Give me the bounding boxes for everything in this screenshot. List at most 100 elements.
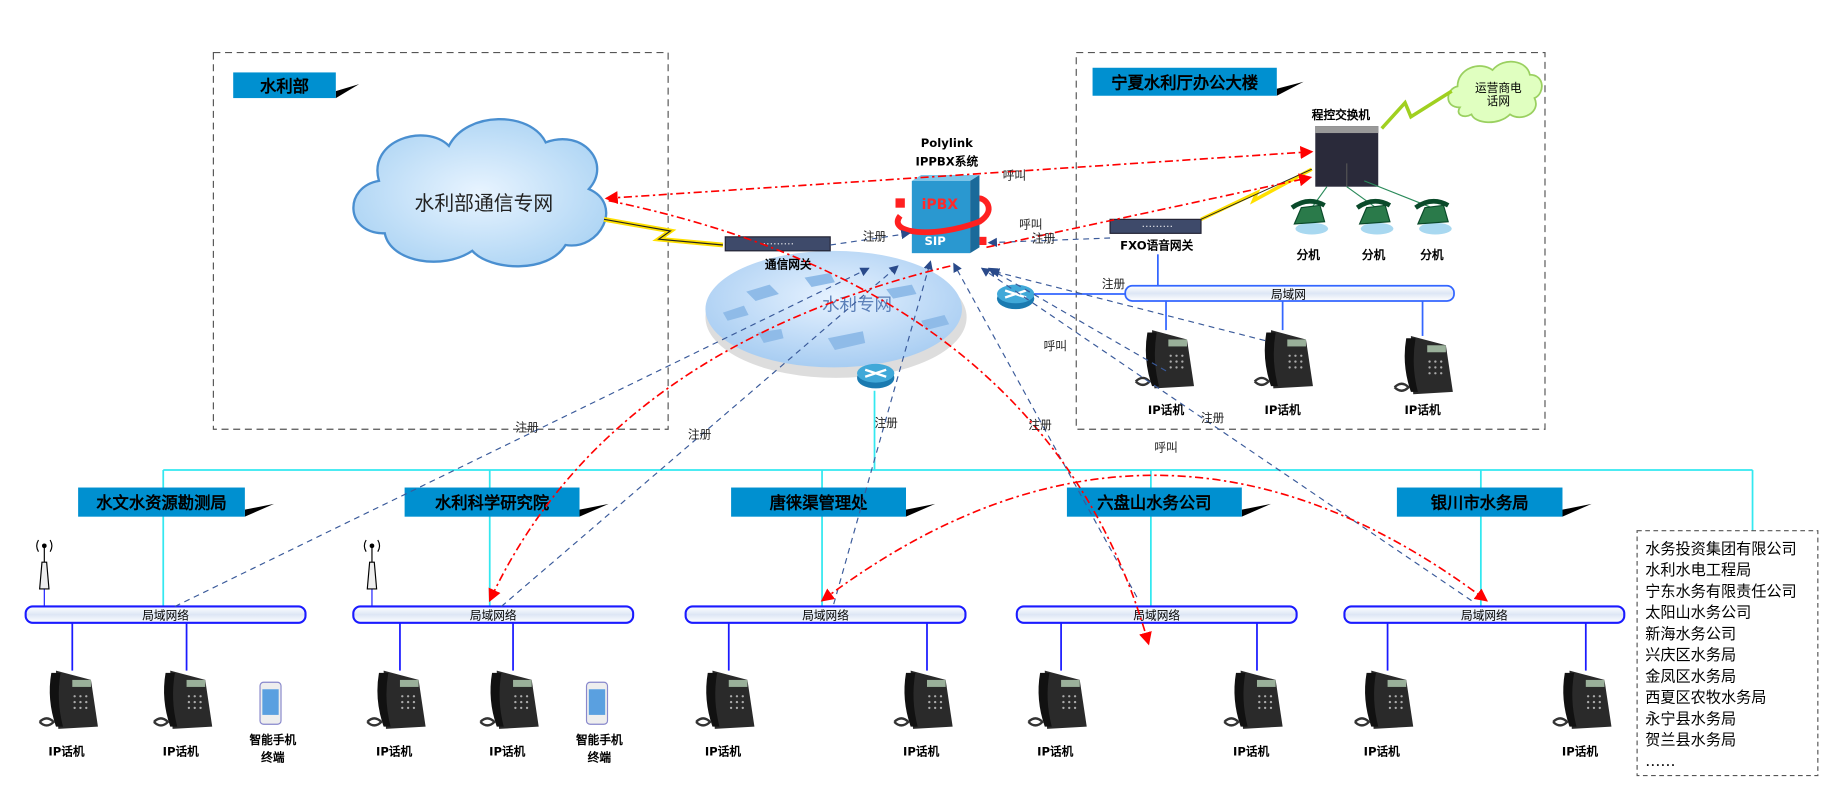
branch-ip-phone-label: IP话机	[489, 745, 526, 759]
extension-label: 分机	[1297, 248, 1321, 262]
branch-name: 唐徕渠管理处	[770, 494, 869, 513]
router-icon	[996, 284, 1035, 310]
gateway-label: 通信网关	[765, 257, 812, 271]
extension-phone-icon	[1414, 198, 1452, 235]
fxo-label: FXO语音网关	[1120, 239, 1193, 253]
lightning-icon	[603, 217, 724, 248]
lightning-icon	[1380, 89, 1453, 130]
branch-ip-phone-label: IP话机	[1037, 745, 1074, 759]
other-unit-item: 贺兰县水务局	[1645, 731, 1736, 749]
smartphone-label: 智能手机	[249, 733, 297, 747]
other-unit-item: 太阳山水务公司	[1645, 604, 1751, 622]
tag-flag	[1241, 503, 1271, 517]
other-unit-item: 兴庆区水务局	[1645, 646, 1736, 664]
ippbx-subtitle: IPPBX系统	[916, 155, 979, 169]
communication-gateway-icon	[724, 236, 831, 252]
branch-ip-phone-label: IP话机	[48, 745, 85, 759]
branch-lan-label: 局域网络	[802, 608, 849, 622]
call-label: 呼叫	[1044, 339, 1067, 353]
extension-phone-icon	[1355, 198, 1394, 235]
other-unit-item: 新海水务公司	[1645, 625, 1736, 643]
branch-lan-pipe: 局域网络	[24, 605, 307, 624]
tag-flag	[579, 503, 609, 517]
ip-phone-icon	[695, 670, 755, 729]
branch-tag	[404, 487, 580, 517]
branch-lan-label: 局域网络	[1133, 608, 1180, 622]
fxo-gateway-icon	[1109, 218, 1202, 234]
ip-phone-icon	[479, 670, 539, 729]
register-label: 注册	[1201, 411, 1225, 425]
smartphone-label: 终端	[588, 751, 612, 765]
ip-phone-icon	[1027, 670, 1087, 729]
branch-lan-pipe: 局域网络	[352, 605, 635, 624]
carrier-cloud: 运营商电 话网	[1447, 60, 1543, 124]
office-label: 宁夏水利厅办公大楼	[1111, 74, 1259, 93]
branch-lan-pipe: 局域网络	[1343, 605, 1626, 624]
network-label: 水利专网	[822, 295, 892, 315]
router-icon	[857, 363, 895, 389]
branch-lan-pipe: 局域网络	[1015, 605, 1298, 624]
extension-label: 分机	[1420, 248, 1444, 262]
branch-lan-label: 局域网络	[1461, 608, 1508, 622]
ip-phone-icon	[1223, 670, 1283, 729]
carrier-cloud-line2: 话网	[1487, 94, 1510, 108]
register-label: 注册	[875, 416, 899, 430]
branch-name: 水利科学研究院	[435, 494, 550, 513]
ip-phone-icon	[1134, 330, 1195, 389]
call-label: 呼叫	[1019, 218, 1042, 232]
ministry-cloud-label: 水利部通信专网	[415, 192, 554, 215]
register-label: 注册	[688, 428, 712, 442]
ip-phone-icon	[153, 670, 213, 729]
office-ip-phone-label: IP话机	[1265, 403, 1302, 417]
register-label: 注册	[1028, 418, 1052, 432]
branch-ip-phone-label: IP话机	[1562, 745, 1599, 759]
branch-lan-label: 局域网络	[142, 608, 189, 622]
branch-name: 银川市水务局	[1431, 494, 1529, 513]
smartphone-icon	[585, 681, 609, 725]
office-lan-label: 局域网	[1271, 288, 1306, 302]
branch-ip-phone-label: IP话机	[163, 745, 200, 759]
office-ip-phone-label: IP话机	[1148, 403, 1185, 417]
pbx-switch-icon	[1315, 126, 1379, 187]
smartphone-label: 智能手机	[575, 733, 623, 747]
branch-tag	[731, 487, 907, 517]
wireless-ap-icon	[36, 539, 53, 607]
office-lan-pipe: 局域网	[1124, 284, 1455, 302]
branch-tag	[1396, 487, 1563, 517]
office-tag: 宁夏水利厅办公大楼	[1092, 67, 1304, 96]
ip-phone-icon	[1253, 330, 1313, 389]
wireless-ap-icon	[363, 539, 381, 607]
other-unit-item: 永宁县水务局	[1645, 710, 1736, 728]
branch-ip-phone-label: IP话机	[1364, 745, 1401, 759]
ip-phone-icon	[893, 670, 953, 729]
call-label: 呼叫	[1154, 440, 1177, 454]
register-label: 注册	[863, 229, 887, 243]
register-links	[174, 229, 1472, 607]
other-unit-item: ……	[1645, 752, 1675, 770]
ip-phone-icon	[38, 670, 98, 729]
other-units-list: 水务投资集团有限公司水利水电工程局宁东水务有限责任公司太阳山水务公司新海水务公司…	[1636, 530, 1819, 777]
branch-lan-label: 局域网络	[470, 608, 517, 622]
branch-tag	[1066, 487, 1242, 517]
branch-name: 水文水资源勘测局	[96, 494, 227, 513]
extension-label: 分机	[1362, 248, 1386, 262]
ippbx-server-icon: iPBX SIP	[894, 175, 992, 254]
ministry-label: 水利部	[260, 77, 309, 96]
call-label: 呼叫	[1003, 169, 1026, 183]
other-unit-item: 水利水电工程局	[1645, 561, 1751, 579]
ip-phone-icon	[366, 670, 426, 729]
branch-ip-phone-label: IP话机	[903, 745, 940, 759]
office-ip-phone-label: IP话机	[1404, 403, 1441, 417]
office-region	[1075, 52, 1546, 430]
ippbx-badge: iPBX	[922, 197, 959, 213]
tag-flag	[244, 503, 275, 517]
smartphone-icon	[259, 681, 282, 725]
register-label: 注册	[515, 421, 539, 435]
extension-phone-icon	[1290, 198, 1329, 235]
pbx-label: 程控交换机	[1311, 108, 1371, 122]
ministry-tag: 水利部	[233, 72, 360, 99]
register-label: 注册	[1102, 277, 1126, 291]
